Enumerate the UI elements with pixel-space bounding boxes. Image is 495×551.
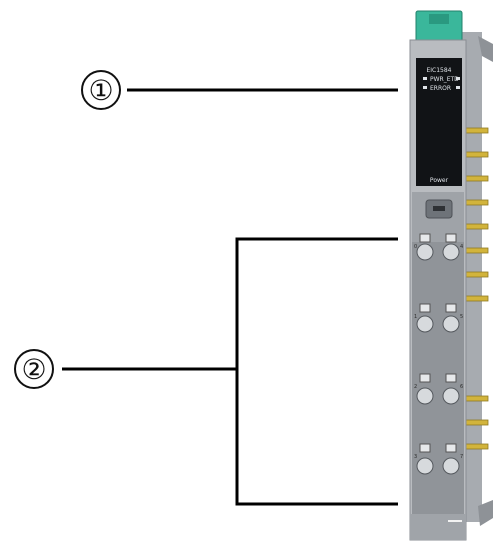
module-hook-bottom	[478, 500, 493, 526]
module-latch-slot	[429, 14, 449, 24]
module-hook-top	[478, 36, 493, 62]
terminal-release	[445, 233, 457, 243]
indicator-label-2: ERROR	[430, 85, 451, 92]
indicator-led-2	[423, 86, 427, 89]
channel-group-2: 2 6	[414, 373, 463, 405]
callout-2-label: ②	[21, 353, 46, 386]
terminal-release	[445, 373, 457, 383]
indicator-label-1: PWR_ETD	[430, 76, 459, 83]
callout-2-circle	[14, 349, 54, 389]
channel-label-right-3: 7	[460, 454, 463, 460]
terminal-hole	[416, 457, 434, 475]
channel-group-1: 1 5	[414, 303, 463, 333]
terminal-release	[445, 303, 457, 313]
usb-port-inner	[433, 206, 445, 211]
terminal-hole	[416, 387, 434, 405]
channel-label-right-1: 5	[460, 314, 463, 320]
terminal-clips	[465, 127, 489, 450]
callout-2: ②	[14, 237, 398, 506]
callout-1: ①	[81, 70, 398, 110]
channel-label-left-2: 2	[414, 384, 417, 390]
channel-group-0: 0 4	[414, 233, 463, 261]
indicator-led-2b	[456, 86, 460, 89]
terminal-hole	[442, 315, 460, 333]
terminal-release	[445, 443, 457, 453]
terminal-release	[419, 443, 431, 453]
callout-1-circle	[81, 70, 121, 110]
terminal-hole	[442, 387, 460, 405]
channel-label-left-3: 3	[414, 454, 417, 460]
status-label: Power	[430, 177, 449, 184]
io-module: EIC1584 PWR_ETD ERROR Power 0 4 1 5	[409, 10, 493, 541]
callout-1-label: ①	[88, 74, 113, 107]
terminal-hole	[442, 457, 460, 475]
callout-2-bracket	[235, 237, 398, 506]
channel-label-right-0: 4	[460, 244, 463, 250]
module-bottom-cap	[410, 514, 466, 540]
channel-label-left-0: 0	[414, 244, 417, 250]
terminal-release	[419, 373, 431, 383]
terminal-release	[419, 303, 431, 313]
channel-label-left-1: 1	[414, 314, 417, 320]
module-model-label: EIC1584	[426, 67, 451, 74]
indicator-led-1b	[456, 77, 460, 80]
channel-group-3: 3 7	[414, 443, 463, 475]
channel-label-right-2: 6	[460, 384, 463, 390]
indicator-led-1	[423, 77, 427, 80]
terminal-hole	[416, 243, 434, 261]
terminal-hole	[442, 243, 460, 261]
terminal-release	[419, 233, 431, 243]
terminal-hole	[416, 315, 434, 333]
